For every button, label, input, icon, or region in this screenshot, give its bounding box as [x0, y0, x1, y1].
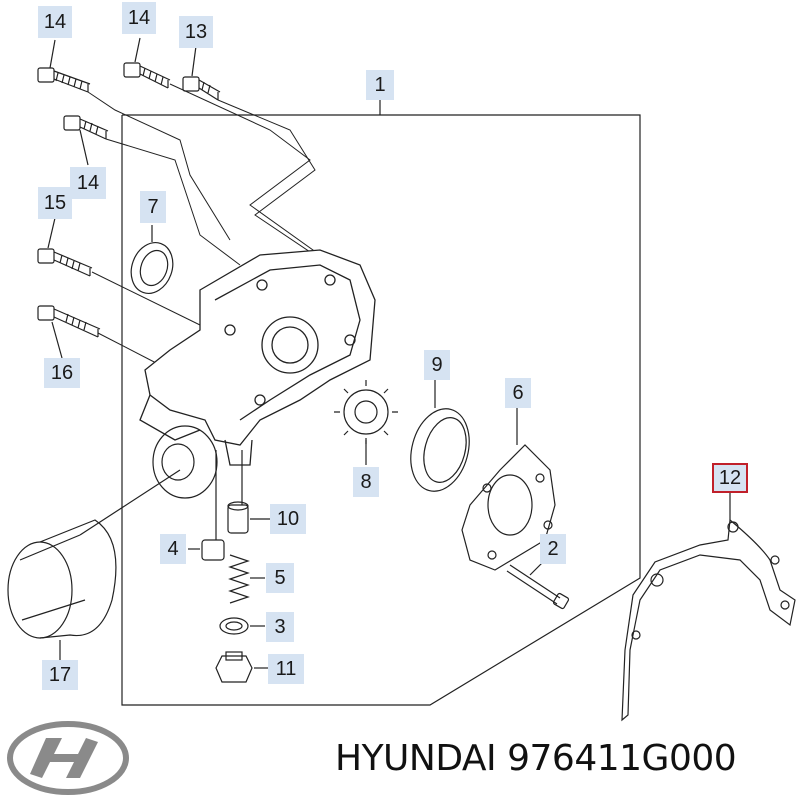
callout-8: 8: [353, 467, 379, 497]
bolt-13: [182, 76, 221, 101]
callout-4: 4: [160, 534, 186, 564]
oil-filter-17: [7, 519, 117, 639]
cap-4: [201, 539, 225, 561]
bolt-16: [37, 305, 101, 338]
filter-mount: [152, 425, 218, 499]
bolt-14-top: [37, 67, 91, 93]
callout-10: 10: [270, 504, 306, 534]
callout-1: 1: [366, 70, 394, 100]
callout-7: 7: [140, 191, 166, 223]
callout-9: 9: [424, 350, 450, 380]
callout-11: 11: [268, 654, 304, 684]
callout-14-top-left: 14: [38, 6, 72, 38]
bolt-14-mid: [123, 62, 171, 89]
inner-rotor-8: [334, 380, 398, 444]
plug-11: [215, 651, 253, 683]
outer-rotor-9: [410, 408, 470, 492]
assembly-box: [121, 114, 641, 706]
bolt-14-lower: [63, 115, 109, 140]
bolt-15: [37, 248, 93, 277]
brand-part-number: HYUNDAI 976411G000: [335, 738, 737, 779]
callout-14-left: 14: [70, 167, 106, 199]
screw-2: [506, 564, 570, 610]
oil-pump-housing: [139, 249, 376, 466]
gasket-12: [621, 518, 796, 722]
callout-6: 6: [505, 378, 531, 408]
callout-15: 15: [38, 187, 72, 219]
plunger-10: [227, 501, 249, 534]
callout-2: 2: [540, 534, 566, 564]
hyundai-logo-icon: [7, 721, 129, 795]
callout-14-top-middle: 14: [122, 2, 156, 34]
callout-17: 17: [42, 660, 78, 690]
callout-16: 16: [44, 358, 80, 388]
spring-5: [228, 554, 250, 604]
callout-3: 3: [266, 612, 294, 642]
callout-13: 13: [179, 16, 213, 48]
callout-5: 5: [266, 563, 294, 593]
washer-3: [219, 617, 249, 635]
oil-seal-7: [130, 242, 174, 294]
callout-12-highlighted[interactable]: 12: [712, 463, 748, 493]
